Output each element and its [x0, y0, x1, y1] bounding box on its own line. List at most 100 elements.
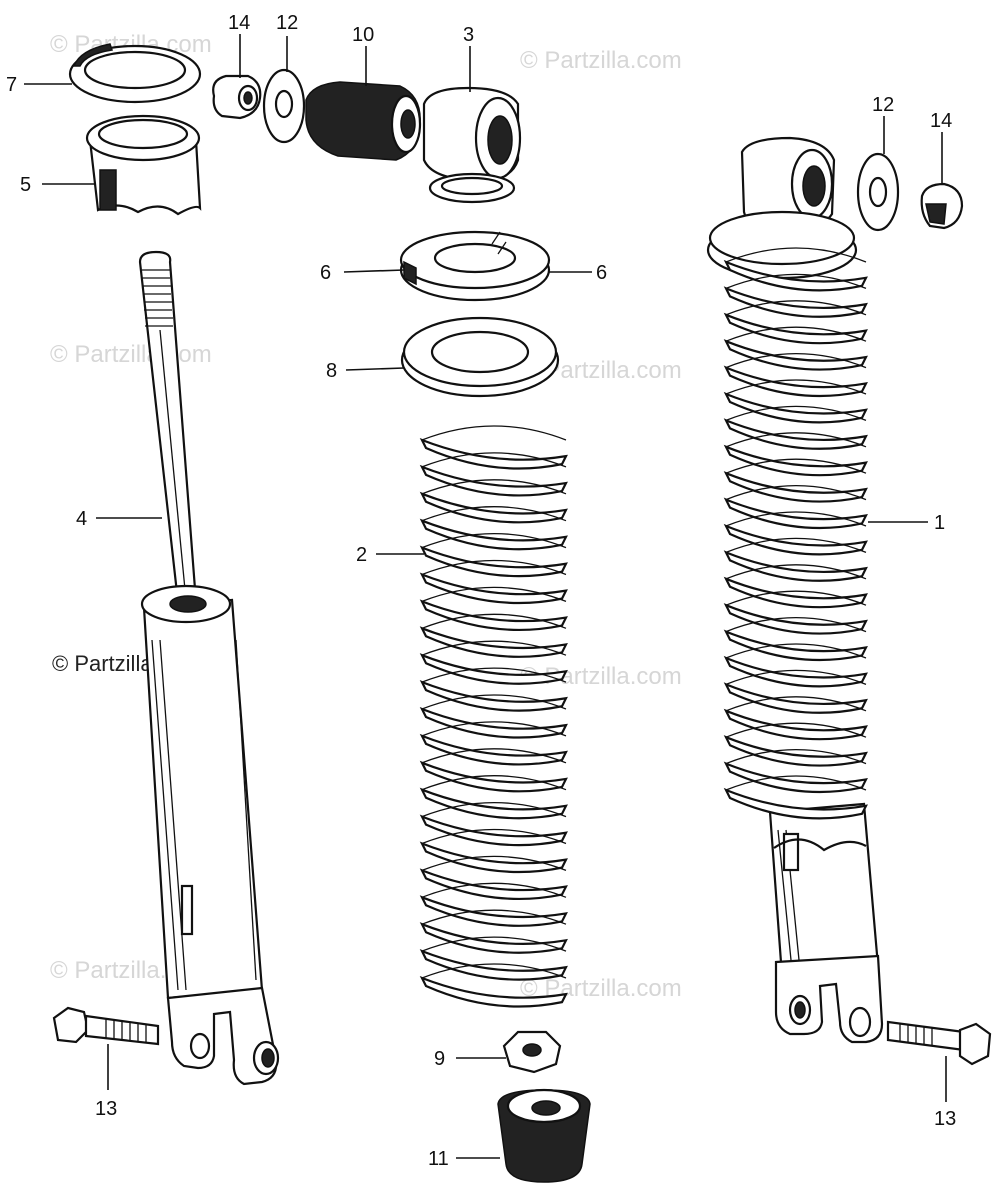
spring-coil	[419, 868, 568, 901]
spring-coil-back	[725, 247, 867, 263]
part-11-stopper	[497, 1088, 591, 1183]
spring-coil	[723, 682, 868, 714]
spring-coil	[419, 787, 568, 820]
spring-coil-back	[421, 748, 567, 764]
spring-coil-back	[421, 559, 567, 576]
part-14-cap-nut-right	[920, 182, 964, 230]
spring-coil	[419, 760, 568, 793]
spring-coil-back	[725, 458, 867, 474]
spring-coil-back	[421, 802, 567, 818]
leader-lines	[24, 34, 947, 1159]
spring-coil	[419, 895, 568, 927]
spring-coil-back	[421, 882, 567, 898]
spring-coil	[419, 599, 568, 632]
spring-coil	[419, 949, 568, 981]
part-5-upper-cover	[85, 114, 202, 216]
spring-coil-back	[725, 696, 867, 712]
spring-coil-back	[725, 353, 867, 369]
spring-coil	[419, 464, 568, 497]
spring-coil	[419, 975, 568, 1008]
spring-coil-back	[725, 511, 867, 527]
spring-coil	[723, 497, 868, 530]
part-2-coil-spring	[419, 425, 568, 1008]
spring-coil-back	[725, 326, 867, 342]
spring-coil-back	[421, 828, 567, 845]
callout-11: 11	[428, 1148, 449, 1170]
spring-coil	[419, 841, 568, 874]
spring-coil-back	[421, 775, 567, 791]
part-4-damper	[138, 250, 280, 1086]
spring-coil	[419, 572, 568, 605]
spring-coil	[419, 706, 568, 739]
spring-coil	[419, 653, 568, 685]
spring-coil	[419, 733, 568, 766]
callout-13-right: 13	[934, 1108, 956, 1130]
callout-2: 2	[356, 544, 367, 566]
spring-coil-back	[725, 669, 867, 686]
callout-12-right: 12	[872, 94, 894, 116]
callout-1: 1	[934, 512, 945, 534]
spring-coil	[419, 545, 568, 578]
spring-coil-back	[725, 590, 867, 606]
watermark: © Partzilla.com	[50, 341, 212, 368]
callouts: 7 5 14 12 10 3 6 6 8 4 2 1 12 14 13 13 9…	[6, 12, 956, 1170]
part-3-upper-eye	[422, 86, 522, 204]
spring-coil	[419, 626, 568, 658]
spring-coil	[723, 418, 868, 450]
spring-coil	[419, 518, 568, 551]
spring-coil	[419, 680, 568, 712]
callout-4: 4	[76, 508, 87, 530]
spring-coil-back	[725, 722, 867, 738]
callout-9: 9	[434, 1048, 445, 1070]
callout-13-left: 13	[95, 1098, 117, 1120]
part-14-cap-nut-left	[212, 74, 262, 120]
spring-coil	[723, 444, 868, 477]
spring-coil	[419, 814, 568, 847]
callout-10: 10	[352, 24, 374, 46]
spring-coil	[723, 471, 868, 503]
callout-6-right: 6	[596, 262, 607, 284]
spring-coil	[723, 629, 868, 662]
part-1-shock-absorber	[706, 136, 884, 1044]
spring-coil-back	[421, 721, 567, 737]
part-6-split-collar	[399, 230, 551, 302]
spring-coil	[723, 761, 868, 794]
callout-14: 14	[228, 12, 250, 34]
part-13-bolt-left	[52, 1006, 160, 1046]
spring-coil-back	[421, 533, 567, 549]
part-13-bolt-right	[886, 1020, 992, 1066]
spring-coil	[723, 603, 868, 635]
callout-6-left: 6	[320, 262, 331, 284]
spring-coil	[723, 787, 868, 820]
spring-coil-back	[725, 749, 867, 765]
spring-coil-back	[421, 963, 567, 979]
spring-coil-back	[421, 640, 567, 656]
callout-8: 8	[326, 360, 337, 382]
spring-coil-back	[421, 506, 567, 522]
spring-coil-back	[725, 775, 867, 791]
spring-coil	[419, 922, 568, 954]
spring-coil	[723, 576, 868, 609]
part-12-washer-left	[262, 68, 306, 144]
part-10-bushing	[305, 81, 422, 161]
spring-coil	[723, 708, 868, 741]
spring-coil-back	[421, 425, 567, 441]
spring-coil-back	[725, 273, 867, 290]
spring-coil-back	[725, 643, 867, 659]
callout-14-right: 14	[930, 110, 952, 132]
watermark: © Partzilla.com	[520, 47, 682, 74]
spring-coil-back	[421, 909, 567, 925]
spring-coil	[723, 735, 868, 767]
spring-coil-back	[725, 379, 867, 395]
spring-coil-back	[421, 855, 567, 872]
spring-coil-back	[421, 694, 567, 710]
spring-coil-back	[421, 936, 567, 952]
spring-coil	[723, 312, 868, 345]
spring-coil-back	[725, 300, 867, 316]
spring-coil-back	[421, 479, 567, 495]
spring-coil	[723, 391, 868, 424]
spring-coil-back	[725, 617, 867, 633]
spring-coil-back	[421, 586, 567, 603]
